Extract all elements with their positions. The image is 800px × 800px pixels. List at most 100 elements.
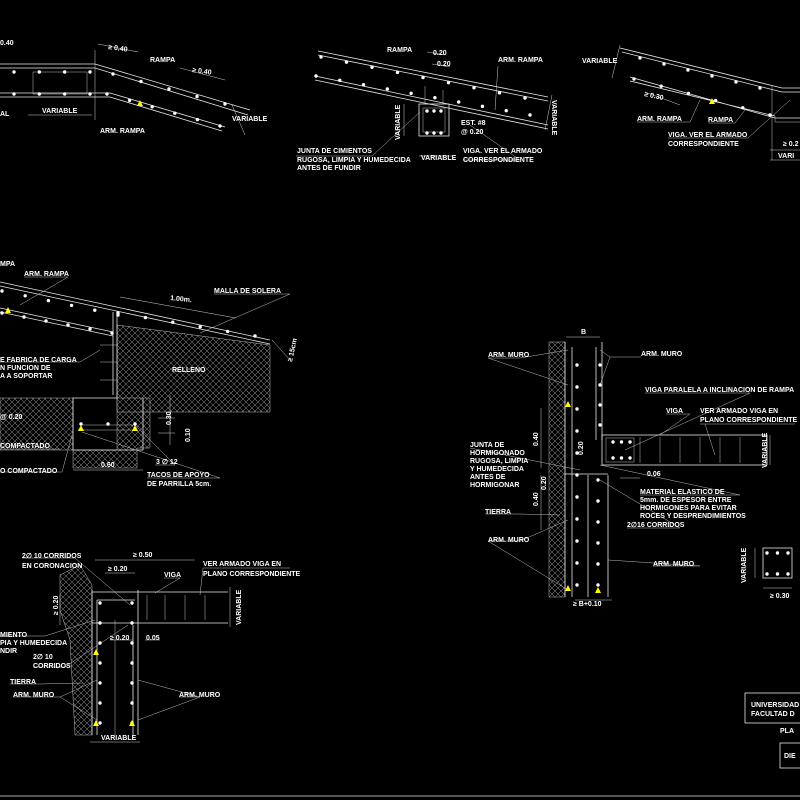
wall-reinforcement-label: ARM. MURO: [13, 692, 55, 699]
dim-label: 0.10: [185, 428, 192, 442]
rebar-dot: [0, 311, 4, 315]
rebar-dot: [143, 315, 148, 320]
rebar-dot: [439, 131, 443, 135]
rebar-dot: [575, 473, 579, 477]
rebar-dot: [710, 74, 714, 78]
rebar-dot: [686, 91, 691, 96]
rebar-dot: [37, 70, 42, 74]
rebar-dot: [385, 87, 390, 91]
dim-label: VARIABLE: [741, 547, 748, 583]
rebar-dot: [314, 74, 318, 78]
support-marker-icon: [595, 587, 601, 593]
support-marker-icon: [5, 307, 11, 313]
rebar-dot: [611, 456, 615, 460]
rebar-dot: [395, 70, 400, 75]
title-block: UNIVERSIDAD FACULTAD D PLA DIE: [0, 692, 800, 797]
dim-label: ≥ B+0.10: [573, 601, 602, 608]
rebar-dot: [632, 77, 636, 81]
beam-note: VIGA. VER EL ARMADO: [463, 148, 543, 155]
rebar-dot: [88, 92, 92, 96]
rebar-dot: [88, 327, 92, 331]
ramp-reinforcement-label: ARM. RAMPA: [637, 116, 682, 123]
support-marker-icon: [78, 425, 84, 431]
detail-wall-crown-beam: 2∅ 10 CORRIDOS EN CORONACION ≥ 0.50 ≥ 0.…: [0, 552, 301, 743]
rebar-dot: [480, 104, 485, 109]
support-note: TACOS DE APOYO: [147, 472, 210, 479]
soil-label: TIERRA: [10, 679, 36, 686]
rebar-dot: [713, 98, 718, 103]
rebar-dot: [575, 495, 579, 499]
wall-reinforcement-label: ARM. MURO: [641, 351, 683, 358]
ramp-reinforcement-label: ARM. RAMPA: [498, 57, 543, 64]
dim-label: ≥ 0.40: [108, 44, 128, 54]
material-note: 5mm. DE ESPESOR ENTRE: [640, 497, 732, 504]
support-marker-icon: [565, 585, 571, 591]
rebar-dot: [575, 407, 579, 411]
soil-label: COMPACTADO: [0, 443, 50, 450]
rebar-dot: [110, 331, 114, 335]
beam-note: CORRESPONDIENTE: [668, 141, 739, 148]
rebar-dot: [765, 551, 769, 555]
beam-note: PLANO CORRESPONDIENTE: [203, 571, 301, 578]
rebar-dot: [66, 323, 70, 327]
rebar-dot: [596, 499, 600, 503]
rebar-dot: [456, 100, 461, 104]
dim-label: 0.05: [146, 635, 160, 642]
plan-label: PLA: [780, 728, 794, 735]
ramp-label: RAMPA: [387, 47, 412, 54]
dim-label: VARIABLE: [42, 108, 78, 115]
rebar-dot: [338, 78, 342, 83]
rebar-dot: [218, 124, 222, 128]
rebar-label: CORRIDOS: [33, 663, 71, 670]
beam-note: PLANO CORRESPONDIENTE: [700, 417, 798, 424]
rebar-dot: [758, 86, 762, 90]
rebar-dot: [69, 303, 74, 308]
support-marker-icon: [709, 98, 715, 104]
rebar-dot: [223, 102, 227, 106]
rebar-dot: [79, 422, 83, 426]
rebar-dot: [575, 363, 579, 367]
support-marker-icon: [132, 425, 138, 431]
dim-label: VARIABLE: [762, 432, 769, 468]
rebar-dot: [139, 79, 143, 84]
rebar-dot: [425, 131, 429, 135]
rebar-label: EN CORONACION: [22, 563, 82, 570]
dim-label: 1.00m.: [170, 295, 192, 304]
rebar-dot: [575, 583, 579, 587]
detail-ramp-on-fill: MPA ARM. RAMPA 1.00m. MALLA DE SOLERA ≥ …: [0, 261, 299, 488]
rebar-dot: [596, 478, 600, 482]
rebar-dot: [575, 539, 579, 543]
ramp-reinforcement-label: ARM. RAMPA: [24, 271, 69, 278]
rebar-dot: [98, 641, 102, 645]
dim-label: ≥ 0.20: [108, 566, 128, 573]
drawn-label: DIE: [784, 753, 796, 760]
rebar-markers: [0, 55, 790, 726]
joint-note: JUNTA DE: [470, 442, 505, 449]
rebar-dot: [150, 105, 154, 109]
rebar-dot: [575, 385, 579, 389]
wall-note: E FABRICA DE CARGA: [0, 357, 77, 364]
rebar-dot: [446, 80, 451, 85]
joint-note: ANTES DE FUNDIR: [297, 165, 361, 172]
material-note: ROCES Y DESPRENDIMIENTOS: [640, 513, 746, 520]
rebar-dot: [98, 721, 102, 725]
rebar-dot: [195, 117, 200, 122]
note-label: AL: [0, 111, 10, 118]
rebar-dot: [741, 106, 745, 110]
dim-label: VARIABLE: [232, 116, 268, 123]
rebar-dot: [768, 113, 772, 117]
rebar-dot: [575, 429, 579, 433]
dim-label: VARIABLE: [582, 58, 618, 65]
beam-note: VIGA PARALELA A INCLINACION DE RAMPA: [645, 387, 794, 394]
dim-label: ≥ 0.50: [133, 552, 153, 559]
rebar-dot: [432, 109, 436, 113]
rebar-dot: [98, 681, 102, 685]
rebar-dot: [46, 298, 51, 303]
dim-label: VARIABLE: [395, 104, 402, 140]
detail-ramp-end: VARIABLE ≥ 0.30 ARM. RAMPA RAMPA VIGA. V…: [582, 44, 800, 161]
rebar-dot: [433, 95, 437, 100]
rebar-dot: [596, 562, 600, 566]
wall-reinforcement-label: ARM. MURO: [653, 561, 695, 568]
